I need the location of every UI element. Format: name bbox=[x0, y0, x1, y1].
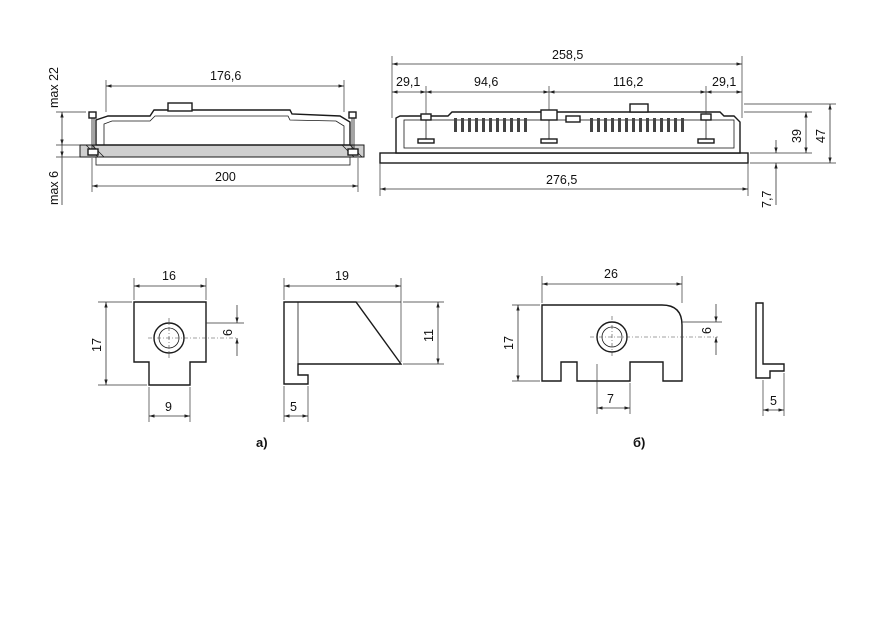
dim-label-max-22: max 22 bbox=[47, 67, 61, 108]
variant-b-side-view: 5 bbox=[755, 302, 785, 416]
dim-label-276-5: 276,5 bbox=[546, 173, 577, 187]
dim-label-176-6: 176,6 bbox=[210, 69, 241, 83]
dim-label-a-19: 19 bbox=[335, 269, 349, 283]
dim-label-a-6: 6 bbox=[221, 329, 235, 336]
caption-variant-b: б) bbox=[633, 435, 645, 450]
mounting-posts bbox=[417, 109, 715, 144]
dim-label-seg-2: 94,6 bbox=[474, 75, 498, 89]
dim-label-b-17: 17 bbox=[502, 336, 516, 350]
dim-label-258-5: 258,5 bbox=[552, 48, 583, 62]
front-view-base-plate bbox=[379, 152, 749, 164]
dim-label-seg-1: 29,1 bbox=[396, 75, 420, 89]
dim-label-max-6: max 6 bbox=[47, 171, 61, 205]
end-view-base-plate bbox=[79, 144, 365, 158]
dim-label-b-7: 7 bbox=[607, 392, 614, 406]
end-view-top-tab bbox=[167, 102, 193, 112]
variant-a-side-profile bbox=[283, 301, 403, 385]
variant-a-side-view: 19 11 5 bbox=[283, 269, 444, 422]
dim-label-a-16: 16 bbox=[162, 269, 176, 283]
fins-right bbox=[590, 118, 684, 132]
front-view: 258,5 29,1 94,6 116,2 29,1 276,5 39 47 7… bbox=[379, 48, 836, 208]
dim-label-200: 200 bbox=[215, 170, 236, 184]
variant-a-front-view: 16 17 6 9 bbox=[90, 269, 244, 422]
dim-label-47: 47 bbox=[814, 129, 828, 143]
dim-label-a-5: 5 bbox=[290, 400, 297, 414]
end-view: 176,6 200 max 22 max 6 bbox=[47, 67, 365, 205]
variant-b-front-view: 26 17 6 7 bbox=[502, 267, 722, 414]
dim-label-seg-4: 29,1 bbox=[712, 75, 736, 89]
right-bolt bbox=[347, 111, 359, 156]
dim-label-7-7: 7,7 bbox=[760, 191, 774, 208]
dim-label-b-26: 26 bbox=[604, 267, 618, 281]
dim-label-a-9: 9 bbox=[165, 400, 172, 414]
caption-variant-a: а) bbox=[256, 435, 268, 450]
front-view-top-tab bbox=[629, 103, 649, 113]
end-view-housing bbox=[95, 109, 351, 146]
fins-left bbox=[454, 118, 527, 132]
variant-b-side-profile bbox=[755, 302, 785, 379]
dim-label-a-11: 11 bbox=[422, 329, 436, 342]
dim-label-b-5: 5 bbox=[770, 394, 777, 408]
dim-label-b-6: 6 bbox=[700, 327, 714, 334]
dim-label-39: 39 bbox=[790, 129, 804, 143]
left-bolt bbox=[87, 111, 99, 156]
dim-label-seg-3: 116,2 bbox=[613, 75, 643, 89]
dim-label-a-17: 17 bbox=[90, 338, 104, 352]
